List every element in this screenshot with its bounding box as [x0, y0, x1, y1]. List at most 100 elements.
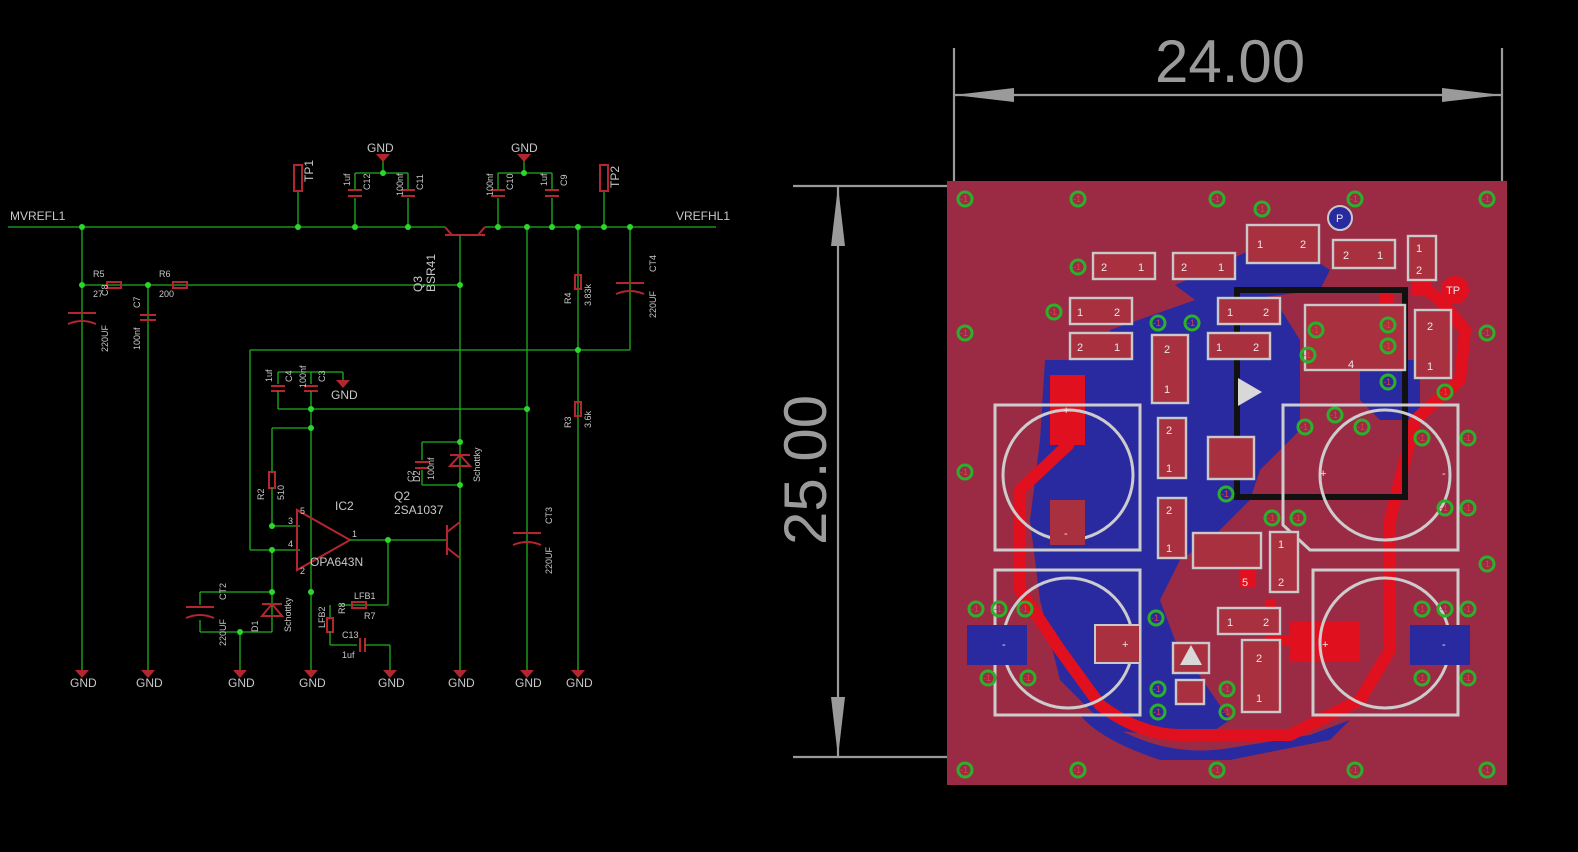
svg-text:-1: -1 [1300, 422, 1308, 432]
c4-value: 1uf [264, 369, 274, 382]
tp1-label: TP1 [302, 160, 316, 182]
c8-ref: C8 [100, 284, 110, 296]
svg-text:1: 1 [1166, 543, 1172, 555]
svg-text:-1: -1 [1221, 489, 1229, 499]
svg-text:-1: -1 [1073, 765, 1081, 775]
d1-symbol[interactable] [259, 602, 285, 617]
ic2-value: OPA643N [310, 555, 363, 569]
r5-symbol[interactable] [106, 281, 122, 289]
svg-text:-1: -1 [1257, 204, 1265, 214]
gnd-label-4: GND [70, 676, 97, 690]
svg-text:-1: -1 [1440, 387, 1448, 397]
svg-text:-1: -1 [960, 328, 968, 338]
c2-value: 100nf [426, 457, 436, 480]
svg-text:-1: -1 [994, 604, 1002, 614]
svg-text:2: 2 [1166, 505, 1172, 517]
svg-text:2: 2 [1077, 342, 1083, 354]
schematic: MVREFL1 VREFHL1 R5 27 R6 200 C8 220UF C7… [8, 141, 730, 690]
svg-text:-1: -1 [1463, 673, 1471, 683]
svg-text:-1: -1 [1311, 325, 1319, 335]
svg-text:TP: TP [1446, 285, 1460, 297]
tp1-symbol[interactable] [293, 164, 303, 192]
smd-footprints[interactable]: 2 1 2 1 1 2 2 1 1 2 2 1 1 2 1 2 2 1 [1068, 205, 1460, 714]
d2-value: Schottky [472, 447, 482, 482]
dimension-height[interactable]: 25.00 [772, 184, 952, 759]
svg-text:P: P [1336, 213, 1343, 225]
d2-ref: D2 [412, 470, 422, 482]
r4-symbol[interactable] [574, 274, 582, 290]
svg-text:-1: -1 [983, 673, 991, 683]
gnd-label-7: GND [299, 676, 326, 690]
r8-symbol[interactable] [326, 617, 334, 633]
svg-text:-1: -1 [1463, 433, 1471, 443]
svg-text:-1: -1 [1417, 604, 1425, 614]
c10-ref: C10 [505, 173, 515, 190]
svg-text:-1: -1 [1303, 350, 1311, 360]
c3-ref: C3 [317, 370, 327, 382]
svg-text:2: 2 [1427, 321, 1433, 333]
gnd-label-11: GND [566, 676, 593, 690]
r6-symbol[interactable] [172, 281, 188, 289]
c7-ref: C7 [132, 296, 142, 308]
ct3-value: 220UF [544, 546, 554, 574]
svg-text:-1: -1 [1463, 604, 1471, 614]
svg-text:2: 2 [1278, 577, 1284, 589]
svg-text:1: 1 [1377, 250, 1383, 262]
r5-value: 27 [93, 289, 103, 299]
cap-minus-label: - [1002, 639, 1006, 651]
gnd-label-6: GND [228, 676, 255, 690]
ic2-symbol[interactable] [296, 508, 353, 572]
q2-ref: Q2 [394, 489, 410, 503]
r7-ref: R7 [364, 611, 376, 621]
gnd-label-8: GND [378, 676, 405, 690]
ic2-pin-4: 4 [288, 539, 293, 549]
q3-ref: Q3 [411, 276, 425, 292]
svg-text:-1: -1 [1463, 503, 1471, 513]
r4-ref: R4 [563, 292, 573, 304]
r7-symbol[interactable] [351, 601, 367, 609]
svg-text:-1: -1 [1482, 194, 1490, 204]
dimension-width[interactable]: 24.00 [952, 28, 1504, 182]
tp2-label: TP2 [608, 166, 622, 188]
ic2-pin-3: 3 [288, 516, 293, 526]
svg-text:-1: -1 [1383, 377, 1391, 387]
pcb-board[interactable]: + + + + - - - - 2 1 2 1 1 2 2 1 1 2 2 1 [947, 181, 1507, 785]
cap-plus-label-2: + [1322, 639, 1328, 651]
ic2-pin-5: 5 [300, 506, 305, 516]
svg-text:-1: -1 [1293, 513, 1301, 523]
svg-text:-1: -1 [1482, 328, 1490, 338]
r8-value: LFB2 [317, 606, 327, 628]
net-label-input: MVREFL1 [10, 209, 66, 223]
svg-text:2: 2 [1300, 239, 1306, 251]
svg-text:1: 1 [1218, 262, 1224, 274]
gnd-label-2: GND [511, 141, 538, 155]
c11-value: 100nf [395, 173, 405, 196]
svg-text:-1: -1 [1212, 194, 1220, 204]
ct3-ref: CT3 [544, 507, 554, 524]
d2-symbol[interactable] [447, 453, 473, 467]
svg-text:2: 2 [1164, 344, 1170, 356]
svg-text:1: 1 [1164, 384, 1170, 396]
svg-text:-1: -1 [960, 194, 968, 204]
height-dimension-text: 25.00 [772, 395, 839, 545]
ic2-ref: IC2 [335, 499, 354, 513]
svg-text:-1: -1 [1440, 503, 1448, 513]
tp2-symbol[interactable] [599, 164, 609, 192]
r2-symbol[interactable] [268, 471, 276, 489]
cap-minus-label-3: - [1064, 528, 1068, 540]
svg-text:-1: -1 [1440, 604, 1448, 614]
svg-text:-1: -1 [1151, 613, 1159, 623]
svg-text:-1: -1 [1073, 262, 1081, 272]
svg-text:-1: -1 [1153, 318, 1161, 328]
r3-symbol[interactable] [574, 401, 582, 417]
ct2-ref: CT2 [218, 583, 228, 600]
c13-ref: C13 [342, 630, 359, 640]
ic2-pin-1: 1 [352, 529, 357, 539]
r7-value: LFB1 [354, 591, 376, 601]
d1-ref: D1 [250, 620, 260, 632]
cap-plus-label: + [1122, 639, 1128, 651]
svg-text:1: 1 [1077, 307, 1083, 319]
svg-text:-1: -1 [1153, 707, 1161, 717]
svg-text:-1: -1 [1049, 307, 1057, 317]
